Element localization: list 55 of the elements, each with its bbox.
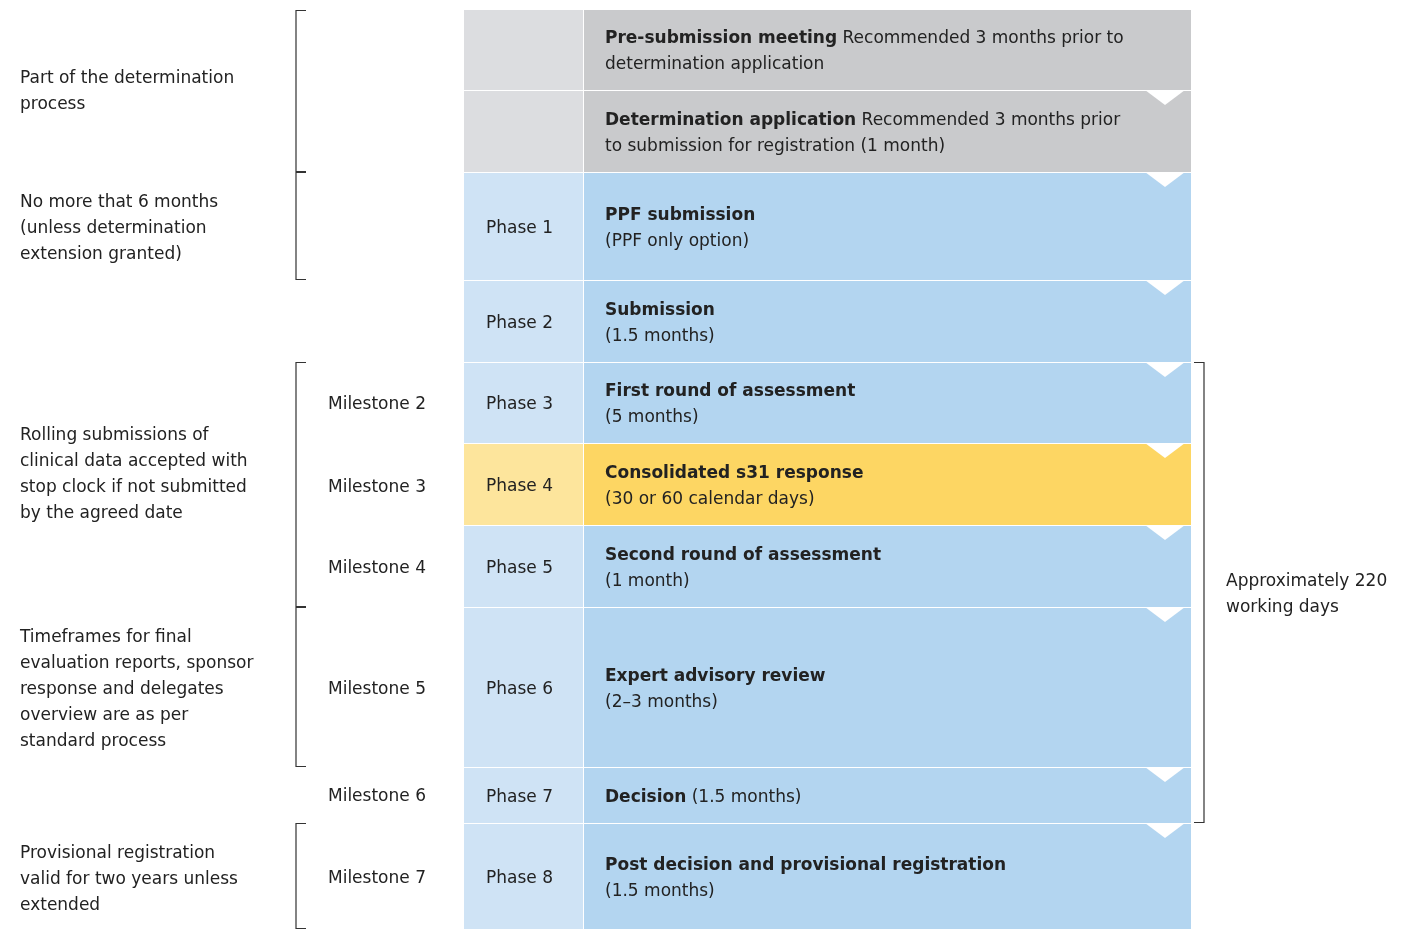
step-box	[583, 90, 1191, 172]
step-box	[583, 767, 1191, 823]
step-duration: (1.5 months)	[605, 878, 716, 902]
step-box	[583, 823, 1191, 929]
step-duration: (PPF only option)	[605, 228, 751, 252]
step-box	[583, 10, 1191, 90]
phase-box	[464, 280, 583, 362]
note: Rolling submissions of clinical data accepted with stop clock if not submitted by the agreed date	[20, 423, 249, 524]
phase-box	[464, 362, 583, 443]
phase-label: Phase 8	[486, 865, 554, 889]
step-box	[583, 607, 1191, 767]
step-box	[583, 172, 1191, 280]
step-box	[583, 525, 1191, 607]
step-box	[583, 443, 1191, 525]
phase-label: Phase 1	[486, 215, 554, 239]
step-title: Second round of assessment	[605, 542, 883, 566]
milestone-label: Milestone 6	[328, 784, 427, 807]
step-duration: (1 month)	[605, 568, 691, 592]
step-text: Decision (1.5 months)	[605, 784, 803, 808]
step-title: Post decision and provisional registration	[605, 852, 1008, 876]
step-text: Pre-submission meeting Recommended 3 months prior to determination application	[605, 26, 1125, 75]
phase-box	[464, 607, 583, 767]
step-box	[583, 280, 1191, 362]
phase-box	[464, 823, 583, 929]
note: Part of the determination process	[20, 66, 236, 115]
phase-label: Phase 7	[486, 784, 554, 808]
milestone-label: Milestone 4	[328, 556, 427, 579]
step-title: First round of assessment	[605, 379, 857, 402]
phase-label: Phase 4	[486, 473, 554, 497]
phase-box	[464, 767, 583, 823]
step-text: Determination application Recommended 3 months prior to submission for registration (1 month)	[605, 107, 1122, 157]
milestone-label: Milestone 5	[328, 677, 427, 700]
phase-label: Phase 2	[486, 310, 554, 334]
milestone-label: Milestone 7	[328, 866, 427, 889]
step-duration: (1.5 months)	[605, 323, 716, 347]
step-title: Submission	[605, 297, 716, 321]
note: Timeframes for final evaluation reports, sponsor response and delegates overview are as per standard process	[20, 625, 255, 752]
phase-label: Phase 3	[486, 392, 554, 415]
step-title: Expert advisory review	[605, 663, 827, 687]
step-box	[583, 362, 1191, 443]
note: No more that 6 months (unless determination extension granted)	[20, 190, 220, 265]
step-duration: (30 or 60 calendar days)	[605, 486, 816, 510]
phase-box	[464, 172, 583, 280]
milestone-label: Milestone 2	[328, 392, 427, 415]
step-title: Consolidated s31 response	[605, 460, 865, 484]
phase-box	[464, 525, 583, 607]
step-title: PPF submission	[605, 202, 757, 226]
step-duration: (2–3 months)	[605, 689, 719, 713]
phase-label: Phase 5	[486, 555, 554, 579]
milestone-label: Milestone 3	[328, 475, 427, 498]
note: Provisional registration valid for two years unless extended	[20, 841, 239, 916]
step-duration: (5 months)	[605, 405, 700, 428]
phase-box	[464, 443, 583, 525]
note: Approximately 220 working days	[1226, 569, 1389, 618]
phase-label: Phase 6	[486, 676, 554, 700]
